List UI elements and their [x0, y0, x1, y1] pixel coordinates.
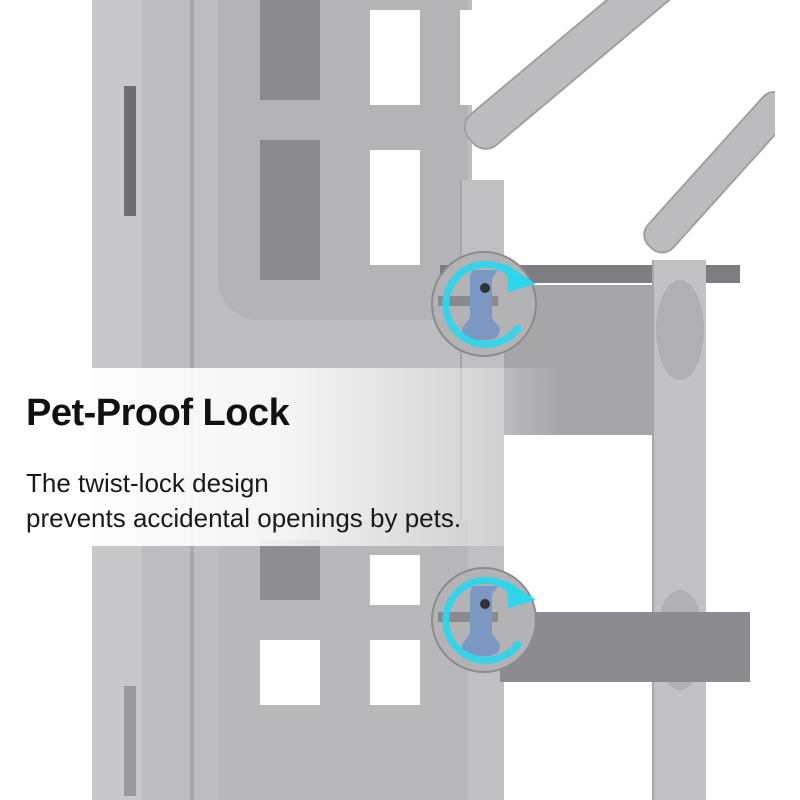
lower-rail — [500, 612, 750, 682]
lower-twist-lock — [428, 562, 546, 680]
feature-description: The twist-lock design prevents accidenta… — [26, 466, 461, 536]
bg-window — [530, 150, 585, 265]
lower-window-pane — [260, 640, 320, 705]
lower-window-pane — [260, 540, 320, 600]
text-overlay-band — [0, 368, 800, 546]
upper-window-pane — [370, 10, 420, 105]
upper-window-pane — [370, 150, 420, 265]
lower-window-frame — [218, 520, 468, 800]
upper-window-pane — [260, 140, 320, 280]
hinge-slot — [124, 86, 136, 216]
feature-title: Pet-Proof Lock — [26, 392, 290, 434]
lower-window — [530, 560, 585, 610]
description-line-2: prevents accidental openings by pets. — [26, 503, 462, 533]
description-line-1: The twist-lock design — [26, 468, 269, 498]
hinge-slot-lower — [124, 686, 136, 796]
lower-window-pane — [370, 640, 420, 705]
lower-window — [712, 560, 750, 610]
upper-twist-lock — [428, 246, 546, 364]
upper-window-pane — [260, 0, 320, 100]
lower-window — [506, 695, 652, 753]
door-handle-cup — [656, 280, 704, 380]
lower-window-pane — [370, 555, 420, 605]
upper-window-frame — [218, 0, 468, 320]
twist-lock-icon — [431, 567, 537, 673]
twist-lock-icon — [431, 251, 537, 357]
